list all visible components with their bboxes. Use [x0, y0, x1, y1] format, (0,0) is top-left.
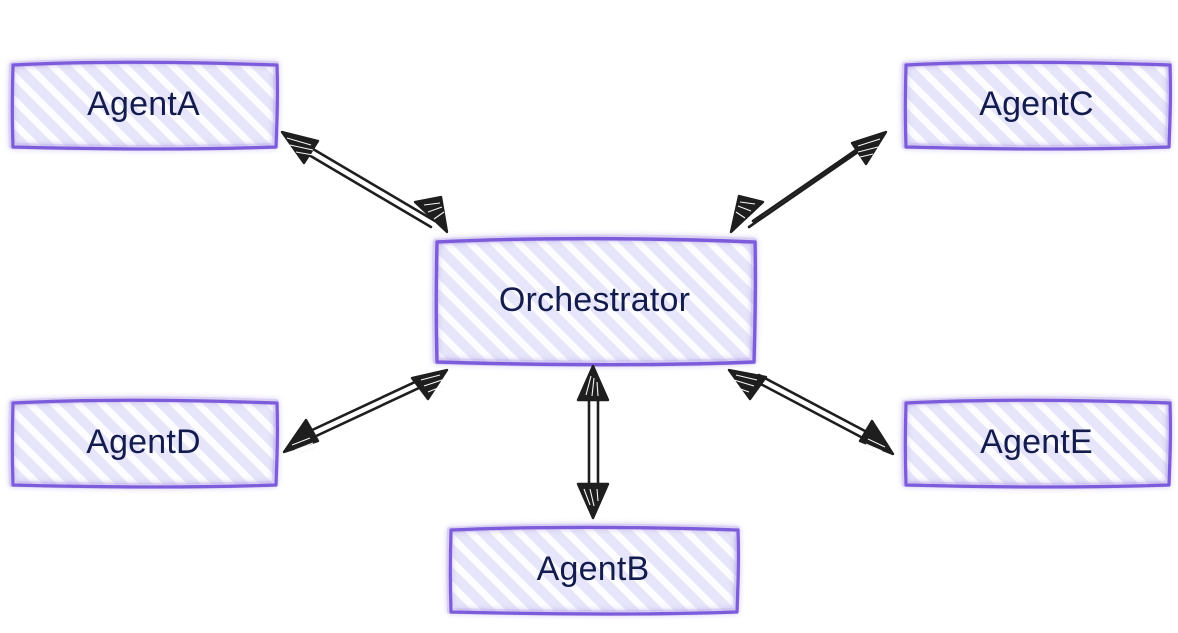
node-agentD-label: AgentD — [86, 423, 201, 461]
node-orchestrator-label: Orchestrator — [498, 281, 691, 319]
node-shape-agentD — [8, 396, 280, 489]
node-agentC-label: AgentC — [979, 85, 1094, 123]
node-agentA[interactable]: AgentA — [10, 62, 277, 148]
arrow-orchestrator-agentC[interactable] — [729, 130, 888, 234]
node-agentD[interactable]: AgentD — [10, 400, 277, 486]
node-agentC[interactable]: AgentC — [903, 62, 1170, 148]
node-agentE-label: AgentE — [980, 423, 1093, 461]
node-shape-agentC — [901, 58, 1173, 151]
arrow-orchestrator-agentA[interactable] — [280, 130, 449, 234]
node-agentB[interactable]: AgentB — [448, 527, 738, 613]
node-shape-agentE — [901, 396, 1173, 489]
arrows-layer — [280, 130, 895, 520]
node-orchestrator[interactable]: Orchestrator — [434, 239, 755, 363]
node-agentB-label: AgentB — [536, 550, 650, 588]
node-agentE[interactable]: AgentE — [903, 400, 1170, 486]
node-shapes-layer — [8, 58, 1173, 616]
arrow-orchestrator-agentE[interactable] — [727, 368, 895, 456]
node-agentA-label: AgentA — [87, 85, 200, 123]
node-shape-agentB — [446, 523, 741, 616]
arrow-orchestrator-agentB[interactable] — [576, 364, 610, 520]
arrow-orchestrator-agentD[interactable] — [282, 368, 449, 454]
node-shape-orchestrator — [432, 234, 758, 367]
node-shape-agentA — [8, 58, 280, 151]
